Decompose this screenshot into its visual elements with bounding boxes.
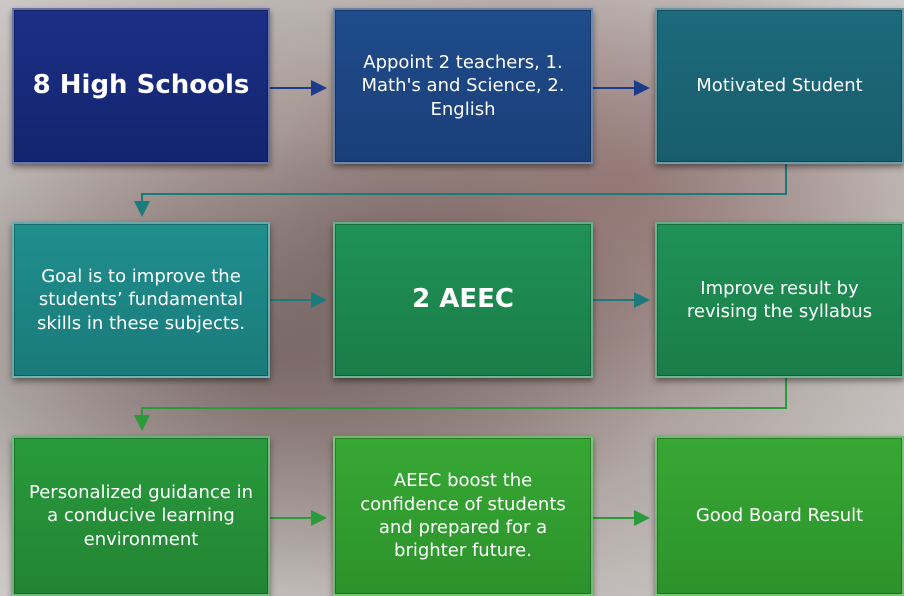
arrow-elbow-1	[134, 164, 787, 217]
box-good-board-result: Good Board Result	[655, 436, 904, 596]
box-appoint-teachers: Appoint 2 teachers, 1. Math's and Scienc…	[333, 8, 593, 164]
arrow-elbow-2	[134, 378, 787, 431]
box-aeec-boost: AEEC boost the confidence of students an…	[333, 436, 593, 596]
box-goal: Goal is to improve the students’ fundame…	[12, 222, 270, 378]
box-motivated-student: Motivated Student	[655, 8, 904, 164]
box-improve-result: Improve result by revising the syllabus	[655, 222, 904, 378]
box-personalized-guidance: Personalized guidance in a conducive lea…	[12, 436, 270, 596]
box-high-schools: 8 High Schools	[12, 8, 270, 164]
box-aeec: 2 AEEC	[333, 222, 593, 378]
